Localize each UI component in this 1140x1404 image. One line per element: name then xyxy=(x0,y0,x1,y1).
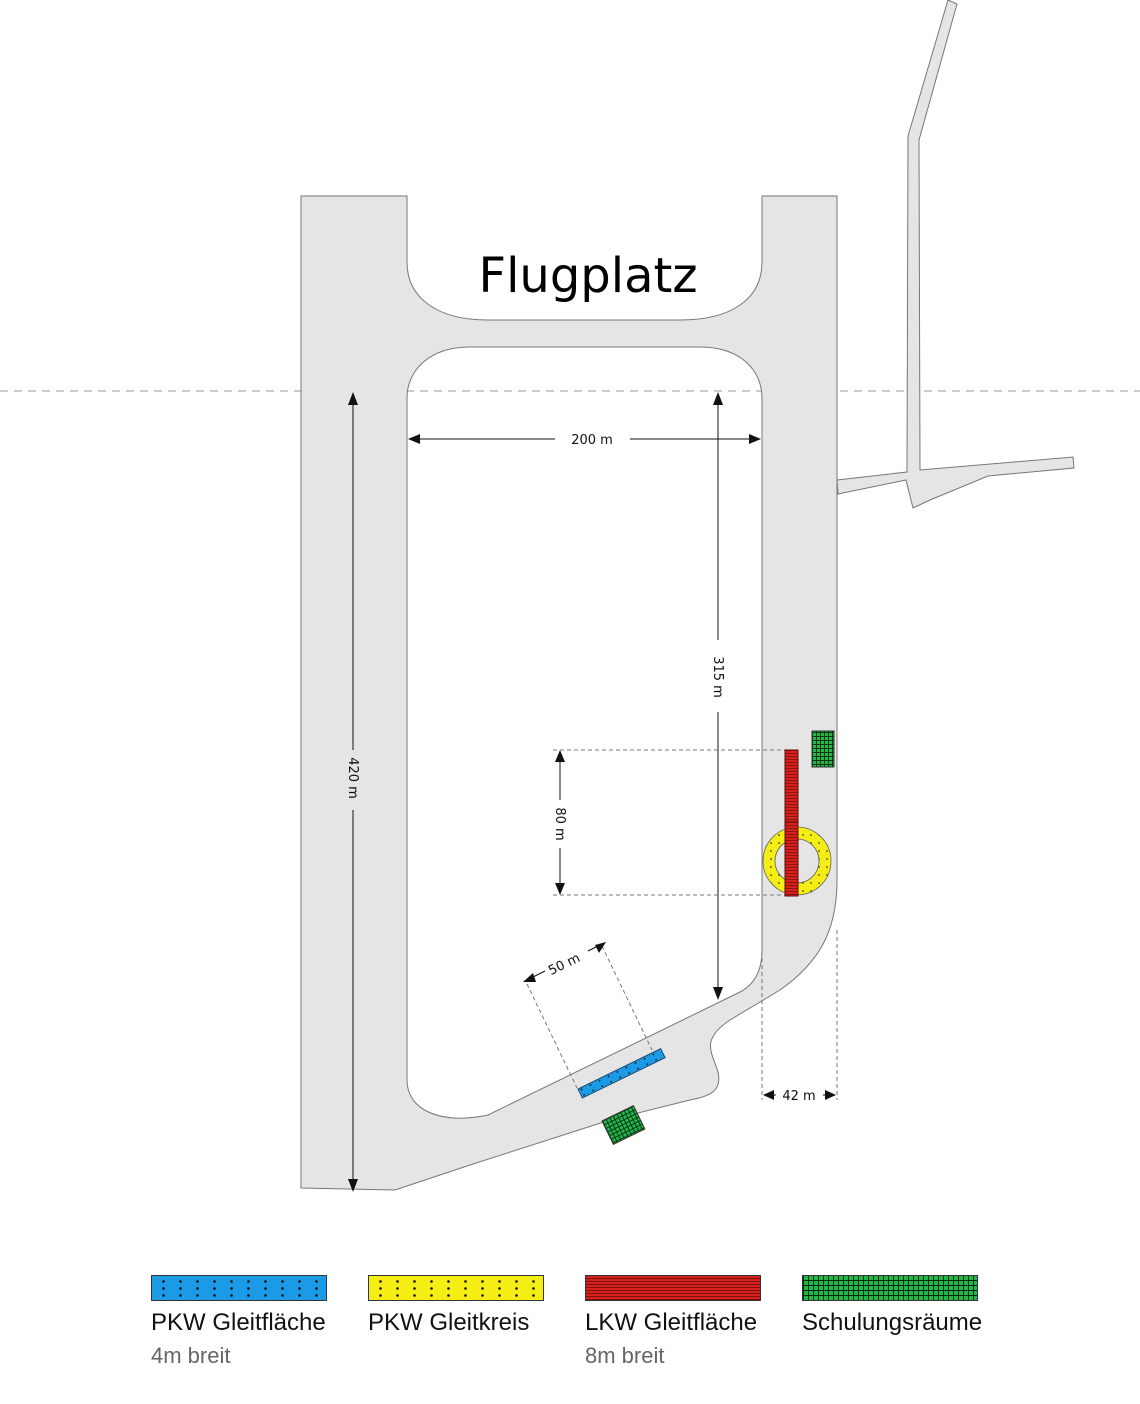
dimension-200m: 200 m xyxy=(408,433,761,448)
legend-item-lkw-gleitflaeche: LKW Gleitfläche 8m breit xyxy=(585,1275,761,1369)
dim-label-80m: 80 m xyxy=(552,807,567,840)
legend-sublabel: 4m breit xyxy=(151,1343,231,1368)
schulungsraum-upper xyxy=(811,730,835,768)
airfield-runway-ring xyxy=(300,195,838,1191)
legend-item-pkw-gleitkreis: PKW Gleitkreis xyxy=(368,1275,544,1337)
dim-label-50m: 50 m xyxy=(546,951,583,979)
dimension-80m: 80 m xyxy=(552,749,790,896)
map-title: Flugplatz xyxy=(478,248,697,304)
access-road xyxy=(836,0,1075,509)
dimension-42m: 42 m xyxy=(761,895,838,1104)
airfield-map: Flugplatz 200 m 420 m 315 m 80 m xyxy=(0,0,1140,1192)
legend-item-schulungsraeume: Schulungsräume xyxy=(802,1275,982,1337)
schulungsraum-lower xyxy=(601,1104,646,1146)
legend-label: LKW Gleitfläche xyxy=(585,1309,758,1336)
yellow-dotted-pattern-icon xyxy=(368,1275,544,1301)
legend-sublabel: 8m breit xyxy=(585,1343,665,1368)
green-grid-pattern-icon xyxy=(802,1275,978,1301)
red-striped-pattern-icon xyxy=(585,1275,761,1301)
legend-label: PKW Gleitfläche xyxy=(151,1309,326,1336)
dimension-315m: 315 m xyxy=(710,392,725,1000)
pkw-gleitflaeche-area xyxy=(577,1048,666,1099)
legend-label: Schulungsräume xyxy=(802,1309,983,1336)
dim-label-315m: 315 m xyxy=(710,656,725,698)
dim-label-42m: 42 m xyxy=(782,1089,815,1104)
blue-dotted-pattern-icon xyxy=(151,1275,327,1301)
dimension-420m: 420 m xyxy=(345,392,360,1192)
dim-label-420m: 420 m xyxy=(345,757,360,799)
legend-item-pkw-gleitflaeche: PKW Gleitfläche 4m breit xyxy=(151,1275,327,1369)
dim-label-200m: 200 m xyxy=(571,433,613,448)
legend-label: PKW Gleitkreis xyxy=(368,1309,530,1336)
